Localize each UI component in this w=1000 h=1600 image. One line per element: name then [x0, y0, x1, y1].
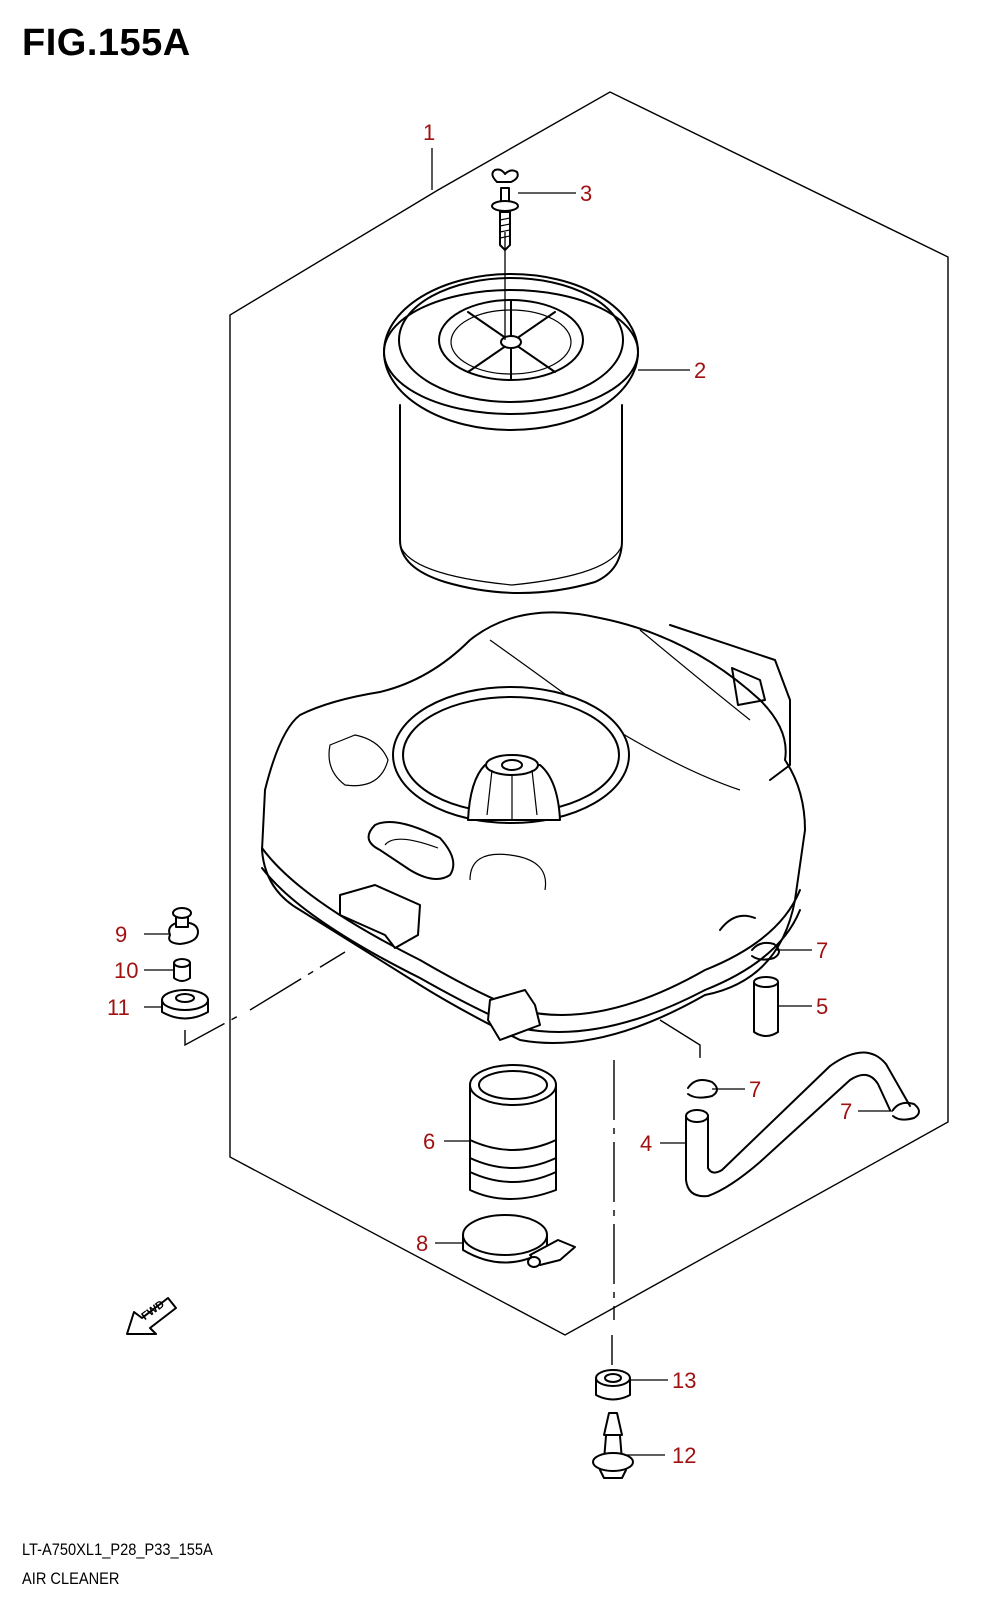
- part-inlet-boot: [469, 1064, 557, 1200]
- part-bolt: [168, 907, 199, 945]
- callout-12: 12: [672, 1443, 696, 1468]
- callout-6: 6: [423, 1129, 435, 1154]
- callout-1: 1: [423, 120, 435, 145]
- part-air-filter: [383, 232, 639, 594]
- part-air-cleaner-case: [261, 611, 806, 1044]
- part-collar: [173, 958, 191, 982]
- leader-lines: [144, 148, 893, 1456]
- part-breather-hose: [685, 1051, 911, 1198]
- callout-7a: 7: [816, 938, 828, 963]
- figure-title: FIG.155A: [22, 22, 191, 64]
- callout-10: 10: [114, 958, 138, 983]
- callout-11: 11: [107, 995, 130, 1020]
- callout-9: 9: [115, 922, 127, 947]
- callout-2: 2: [694, 358, 706, 383]
- assembly-name: AIR CLEANER: [22, 1569, 120, 1588]
- callout-8: 8: [416, 1231, 428, 1256]
- callout-4: 4: [640, 1131, 652, 1156]
- callout-7c: 7: [840, 1099, 852, 1124]
- callout-labels: 1 2 3 4 5 6 7 7 7 8 9 10 11 12 13: [107, 120, 852, 1468]
- assembly-frame: [229, 91, 949, 1336]
- part-drain-cap: [595, 1369, 631, 1401]
- callout-7b: 7: [749, 1077, 761, 1102]
- part-short-hose: [753, 976, 779, 1037]
- alignment-lines: [184, 951, 701, 1365]
- callout-3: 3: [580, 181, 592, 206]
- fwd-arrow-icon: FWD: [126, 1297, 177, 1335]
- part-clamp: [462, 1214, 576, 1268]
- part-drain-plug: [592, 1412, 634, 1479]
- part-grommet: [161, 989, 209, 1020]
- model-code: LT-A750XL1_P28_P33_155A: [22, 1540, 213, 1559]
- callout-5: 5: [816, 994, 828, 1019]
- part-wing-screw: [491, 168, 519, 251]
- callout-13: 13: [672, 1368, 696, 1393]
